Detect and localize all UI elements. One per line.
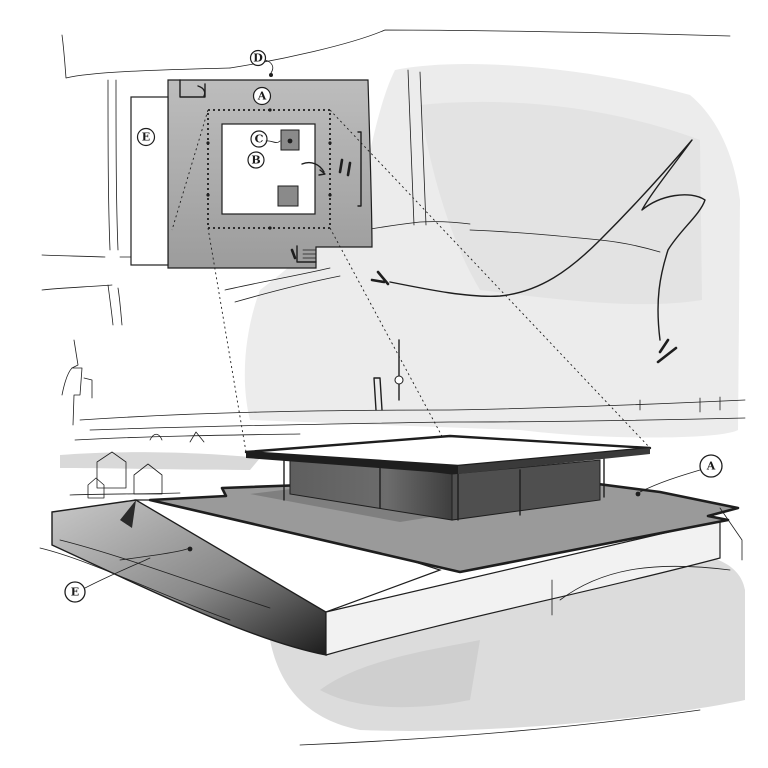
plan-courtyard	[221, 123, 316, 215]
plan-label-c: C	[250, 130, 281, 148]
city-skyline	[61, 339, 746, 499]
svg-text:E: E	[142, 131, 150, 144]
site-plan	[130, 79, 373, 269]
perspective-plaza	[51, 453, 740, 656]
plan-label-b: B	[247, 151, 265, 169]
background-wash	[60, 64, 745, 731]
perspective-label-e: E	[64, 557, 151, 603]
gesture-swoosh	[370, 139, 706, 364]
svg-text:C: C	[255, 133, 264, 146]
projection-lines	[171, 109, 651, 467]
svg-text:A: A	[257, 90, 267, 103]
plan-label-e: E	[136, 127, 156, 147]
plan-label-a: A	[252, 86, 272, 106]
trench-details	[39, 539, 271, 621]
plan-building-e	[130, 96, 169, 266]
svg-text:D: D	[253, 52, 263, 65]
ground-lines	[299, 507, 743, 746]
svg-text:E: E	[71, 586, 79, 599]
plan-label-d: D	[249, 49, 274, 77]
roof-slab	[244, 434, 652, 474]
plan-block-lower	[277, 185, 299, 207]
svg-text:B: B	[251, 154, 260, 167]
svg-text:A: A	[706, 460, 716, 473]
perspective-label-a: A	[635, 454, 723, 497]
